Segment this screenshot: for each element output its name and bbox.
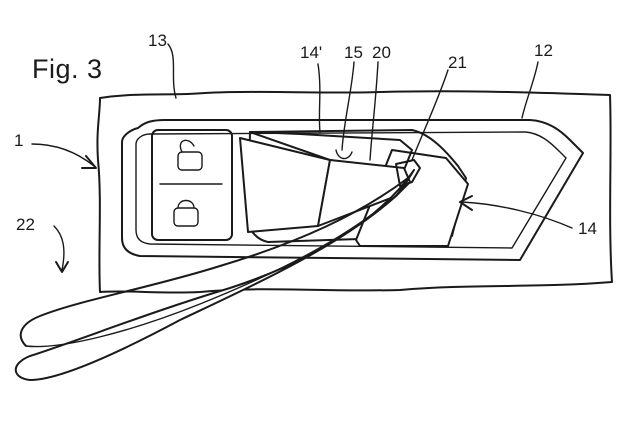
label-14: 14 [578, 219, 597, 238]
leader-22 [53, 225, 65, 271]
figure-title: Fig. 3 [32, 54, 103, 84]
label-12: 12 [534, 41, 553, 60]
symbol-panel [151, 129, 233, 241]
unlocked-padlock-icon [177, 139, 203, 171]
leader-21 [411, 69, 449, 161]
label-21: 21 [448, 53, 467, 72]
arrow-22 [55, 261, 69, 273]
notch-15 [335, 149, 353, 160]
leader-15 [341, 61, 355, 151]
arrow-1 [81, 155, 97, 169]
recess-frame-inner [135, 131, 567, 249]
arrow-14 [459, 195, 473, 211]
label-13: 13 [148, 31, 167, 50]
leader-14-prime [317, 63, 321, 133]
leader-13 [167, 43, 177, 99]
strap-22-inner [19, 177, 409, 347]
base-plate-13 [96, 90, 613, 294]
label-22: 22 [16, 215, 35, 234]
label-20: 20 [372, 43, 391, 62]
label-15: 15 [344, 43, 363, 62]
strap-22-edge [25, 191, 401, 348]
recess-frame-12 [121, 119, 584, 261]
label-14-prime: 14' [300, 43, 323, 62]
leader-14 [461, 201, 573, 229]
label-1: 1 [14, 131, 24, 150]
locked-padlock-icon [173, 199, 199, 227]
handle-ridge-20 [317, 159, 411, 227]
leader-12 [521, 61, 539, 119]
leader-1 [31, 143, 95, 167]
handle-face [239, 137, 331, 233]
leader-20 [369, 61, 379, 161]
attachment-21 [395, 159, 421, 187]
